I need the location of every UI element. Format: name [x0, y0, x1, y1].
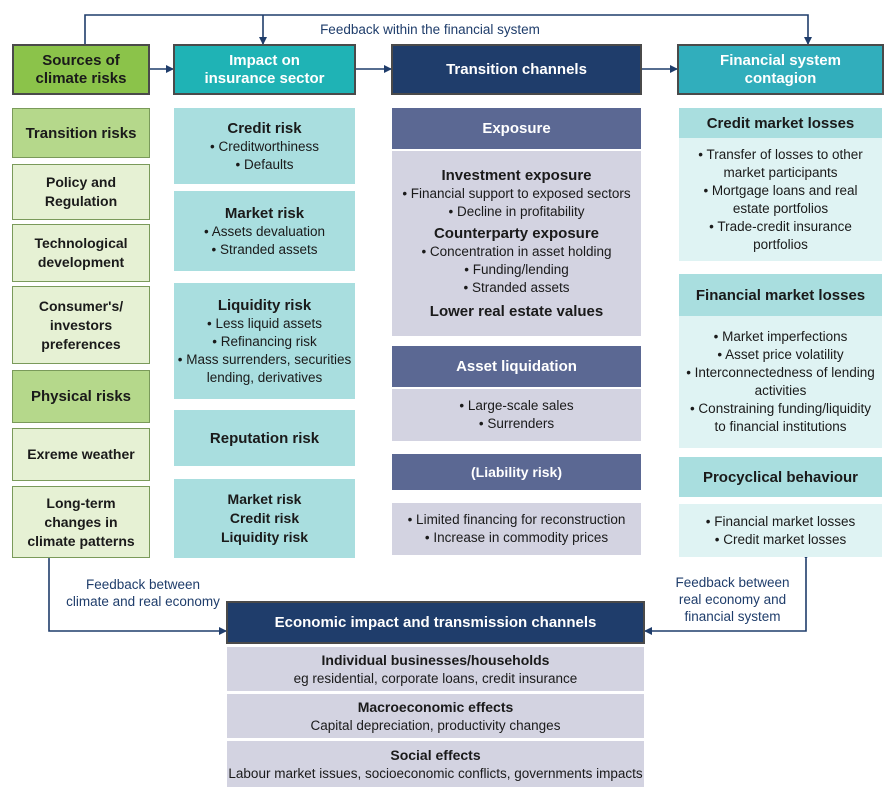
- source-item-preferences: Consumer's/ investors preferences: [12, 286, 150, 364]
- procyclical-behaviour-block: • Financial market losses • Credit marke…: [679, 504, 882, 557]
- credit-market-losses-block: • Transfer of losses to other market par…: [679, 138, 882, 261]
- credit-risk-block: Credit risk • Creditworthiness • Default…: [174, 108, 355, 184]
- feedback-left-label: Feedback between climate and real econom…: [66, 577, 220, 609]
- financial-market-losses-block: • Market imperfections • Asset price vol…: [679, 316, 882, 448]
- asset-liquidation-block: • Large-scale sales • Surrenders: [392, 389, 641, 441]
- financial-market-losses-title: Financial market losses: [679, 274, 882, 316]
- market-risk-block: Market risk • Assets devaluation • Stran…: [174, 191, 355, 271]
- feedback-right-label: Feedback between real economy and financ…: [675, 575, 790, 624]
- exposure-title: Exposure: [392, 108, 641, 149]
- credit-market-losses-title: Credit market losses: [679, 108, 882, 138]
- asset-liquidation-title: Asset liquidation: [392, 346, 641, 387]
- liquidity-risk-block: Liquidity risk • Less liquid assets • Re…: [174, 283, 355, 399]
- liability-risk-title: (Liability risk): [392, 454, 641, 490]
- sources-header: Sources of climate risks: [12, 44, 150, 95]
- source-item-technology: Technological development: [12, 224, 150, 282]
- insurance-header: Impact on insurance sector: [173, 44, 356, 95]
- liability-risk-block: • Limited financing for reconstruction •…: [392, 503, 641, 555]
- procyclical-behaviour-title: Procyclical behaviour: [679, 457, 882, 497]
- transition-channels-header: Transition channels: [391, 44, 642, 95]
- source-item-weather: Exreme weather: [12, 428, 150, 481]
- contagion-header: Financial system contagion: [677, 44, 884, 95]
- feedback-top-label: Feedback within the financial system: [320, 22, 540, 37]
- source-item-policy: Policy and Regulation: [12, 164, 150, 220]
- economic-row-macro: Macroeconomic effects Capital depreciati…: [227, 694, 644, 738]
- source-item-climate-patterns: Long-term changes in climate patterns: [12, 486, 150, 558]
- reputation-risk-block: Reputation risk: [174, 410, 355, 466]
- exposure-block: Investment exposure • Financial support …: [392, 151, 641, 336]
- economic-row-businesses: Individual businesses/households eg resi…: [227, 647, 644, 691]
- economic-impact-header: Economic impact and transmission channel…: [226, 601, 645, 644]
- economic-row-social: Social effects Labour market issues, soc…: [227, 741, 644, 787]
- transition-risks-title: Transition risks: [12, 108, 150, 158]
- physical-risks-title: Physical risks: [12, 370, 150, 423]
- combined-risk-block: Market risk Credit risk Liquidity risk: [174, 479, 355, 558]
